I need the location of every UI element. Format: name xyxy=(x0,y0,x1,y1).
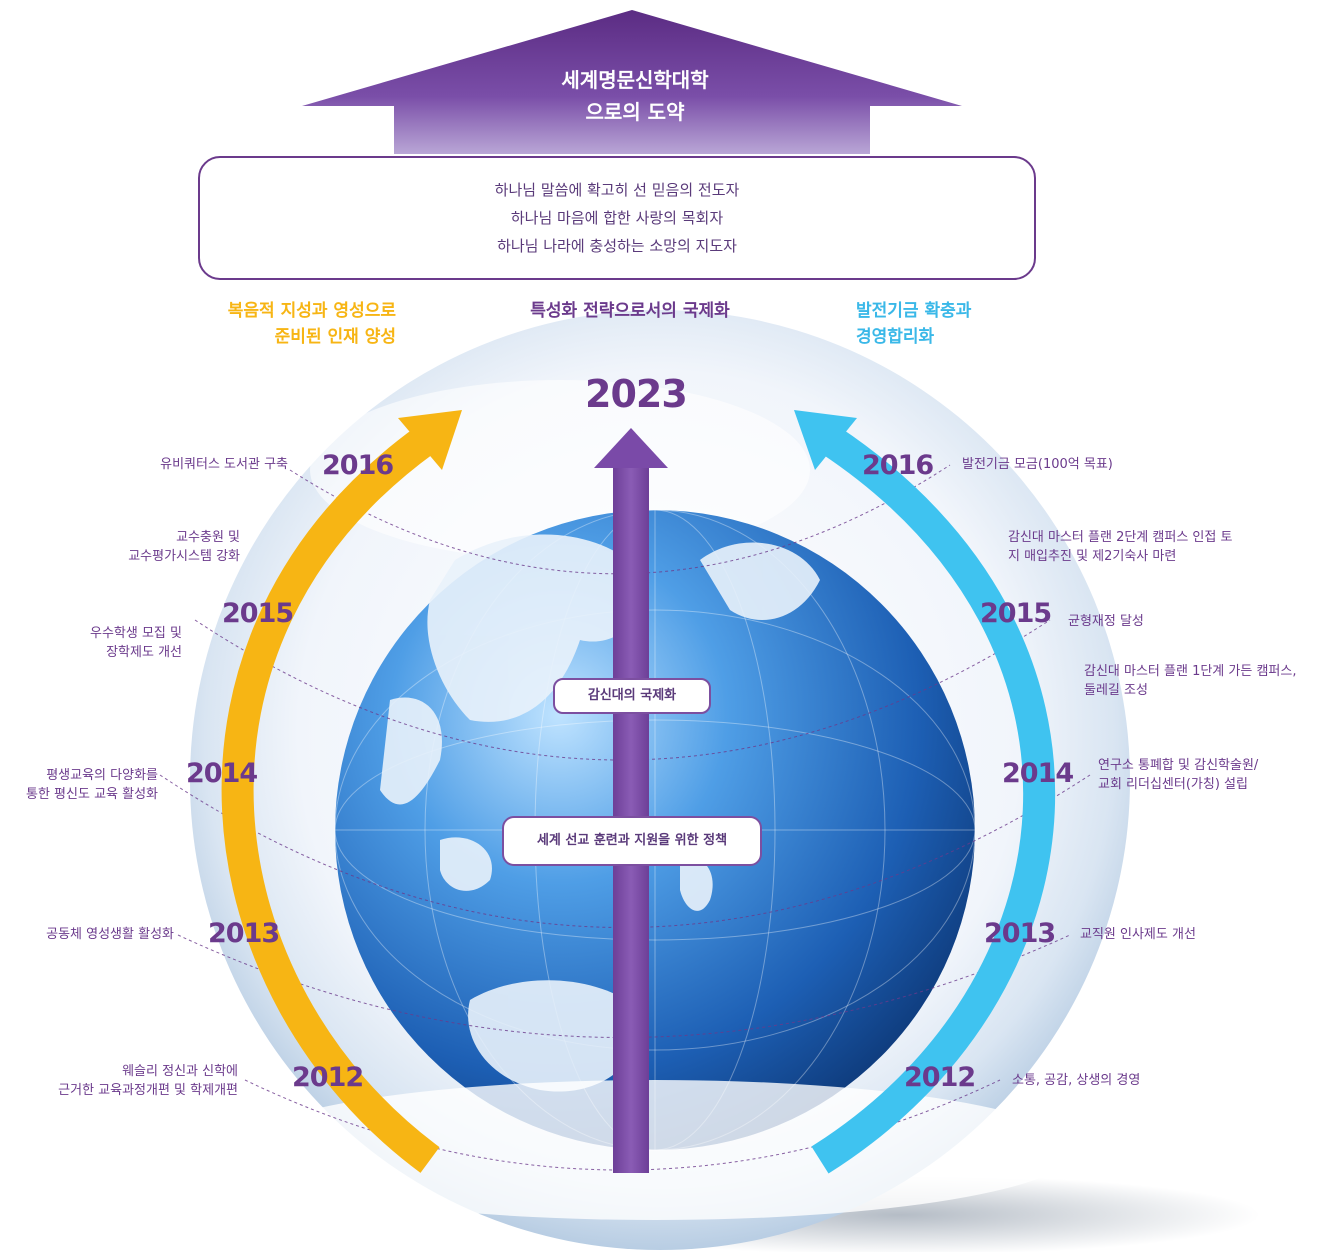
left-item-text: 유비쿼터스 도서관 구축 xyxy=(160,457,288,472)
strategy-right-line1: 발전기금 확충과 xyxy=(856,301,972,321)
right-item-text: 연구소 통폐합 및 감신학술원/ xyxy=(1098,758,1259,773)
left-item-text: 교수충원 및 xyxy=(176,530,240,545)
left-item-text: 평생교육의 다양화를 xyxy=(46,768,158,783)
left-item-text: 근거한 교육과정개편 및 학제개편 xyxy=(58,1083,238,1098)
left-item-text: 교수평가시스템 강화 xyxy=(128,549,240,564)
vision-line-2: 하나님 마음에 합한 사랑의 목회자 xyxy=(510,209,724,227)
left-item-text: 웨슬리 정신과 신학에 xyxy=(122,1064,238,1079)
right-item-text: 감신대 마스터 플랜 2단계 캠퍼스 인접 토 xyxy=(1008,530,1233,545)
left-item-faculty: 교수충원 및 교수평가시스템 강화 xyxy=(40,528,240,566)
right-item-balanced-budget: 균형재정 달성 xyxy=(1068,612,1268,631)
left-item-text: 공동체 영성생활 활성화 xyxy=(46,927,174,942)
strategy-left-line1: 복음적 지성과 영성으로 xyxy=(227,301,396,321)
right-year-2012: 2012 xyxy=(904,1062,976,1093)
left-item-text: 장학제도 개선 xyxy=(106,645,182,660)
right-item-fund: 발전기금 모금(100억 목표) xyxy=(962,455,1212,474)
left-item-lifelong-education: 평생교육의 다양화를 통한 평신도 교육 활성화 xyxy=(0,766,158,804)
right-item-text: 소통, 공감, 상생의 경영 xyxy=(1012,1073,1141,1088)
left-curved-arrow xyxy=(221,427,440,1173)
top-arrow-line1: 세계명문신학대학 xyxy=(561,68,709,92)
left-item-students: 우수학생 모집 및 장학제도 개선 xyxy=(10,624,182,662)
left-year-2014: 2014 xyxy=(186,758,258,789)
right-curved-arrow xyxy=(811,426,1056,1174)
left-year-2016: 2016 xyxy=(322,450,394,481)
right-item-masterplan-2: 감신대 마스터 플랜 2단계 캠퍼스 인접 토 지 매입추진 및 제2기숙사 마… xyxy=(1008,528,1308,566)
right-item-text: 교회 리더십센터(가칭) 설립 xyxy=(1098,777,1248,792)
left-year-2013: 2013 xyxy=(208,918,280,949)
left-item-text: 우수학생 모집 및 xyxy=(90,626,182,641)
left-item-ubiquitous-library: 유비쿼터스 도서관 구축 xyxy=(60,455,288,474)
left-item-community: 공동체 영성생활 활성화 xyxy=(10,925,174,944)
strategy-right: 발전기금 확충과 경영합리화 xyxy=(856,298,1076,350)
right-item-text: 발전기금 모금(100억 목표) xyxy=(962,457,1113,472)
right-item-institutes: 연구소 통폐합 및 감신학술원/ 교회 리더십센터(가칭) 설립 xyxy=(1098,756,1328,794)
top-arrow-line2: 으로의 도약 xyxy=(585,100,685,124)
right-year-2014: 2014 xyxy=(1002,758,1074,789)
left-year-2015: 2015 xyxy=(222,598,294,629)
right-year-2015: 2015 xyxy=(980,598,1052,629)
right-item-text: 감신대 마스터 플랜 1단계 가든 캠퍼스, xyxy=(1084,664,1297,679)
strategy-right-line2: 경영합리화 xyxy=(856,327,935,347)
top-arrow-shape xyxy=(302,10,962,154)
center-pill-mission-policy: 세계 선교 훈련과 지원을 위한 정책 xyxy=(502,816,762,866)
left-item-curriculum: 웨슬리 정신과 신학에 근거한 교육과정개편 및 학제개편 xyxy=(10,1062,238,1100)
top-arrow-title: 세계명문신학대학 으로의 도약 xyxy=(470,64,800,128)
vision-line-3: 하나님 나라에 충성하는 소망의 지도자 xyxy=(497,237,737,255)
strategy-center: 특성화 전략으로서의 국제화 xyxy=(530,301,730,321)
vision-box: 하나님 말씀에 확고히 선 믿음의 전도자 하나님 마음에 합한 사랑의 목회자… xyxy=(198,156,1036,280)
right-item-hr-system: 교직원 인사제도 개선 xyxy=(1080,925,1280,944)
right-item-text: 교직원 인사제도 개선 xyxy=(1080,927,1196,942)
vision-line-1: 하나님 말씀에 확고히 선 믿음의 전도자 xyxy=(494,181,740,199)
right-item-text: 둘레길 조성 xyxy=(1084,683,1148,698)
center-pill-internationalization: 감신대의 국제화 xyxy=(553,678,711,714)
left-item-text: 통한 평신도 교육 활성화 xyxy=(26,787,158,802)
left-year-2012: 2012 xyxy=(292,1062,364,1093)
center-year: 2023 xyxy=(585,372,688,416)
right-item-text: 지 매입추진 및 제2기숙사 마련 xyxy=(1008,549,1177,564)
right-item-masterplan-1: 감신대 마스터 플랜 1단계 가든 캠퍼스, 둘레길 조성 xyxy=(1084,662,1332,700)
right-year-2016: 2016 xyxy=(862,450,934,481)
right-item-communication: 소통, 공감, 상생의 경영 xyxy=(1012,1071,1212,1090)
strategy-left-line2: 준비된 인재 양성 xyxy=(274,327,396,347)
right-item-text: 균형재정 달성 xyxy=(1068,614,1144,629)
center-arrow-head xyxy=(594,428,668,468)
right-year-2013: 2013 xyxy=(984,918,1056,949)
strategy-left: 복음적 지성과 영성으로 준비된 인재 양성 xyxy=(170,298,396,350)
